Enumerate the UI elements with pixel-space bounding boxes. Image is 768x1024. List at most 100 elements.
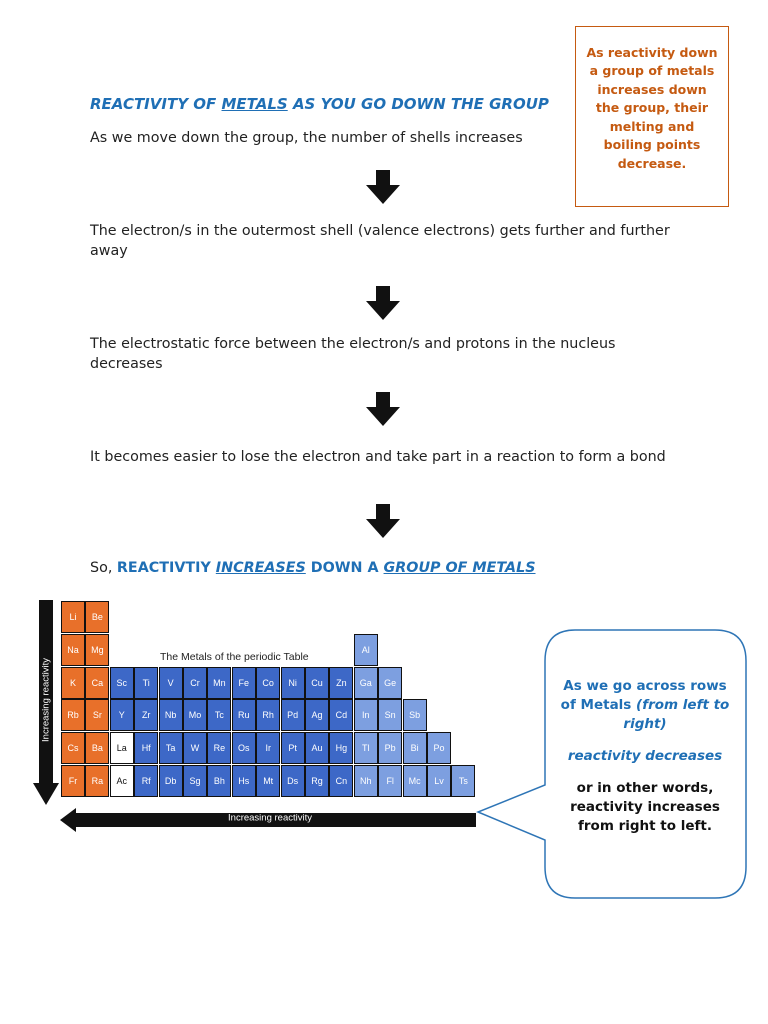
element-cell-na: Na [61,633,85,666]
element-cell-bh: Bh [207,765,232,797]
page-title: REACTIVITY OF METALS AS YOU GO DOWN THE … [90,95,549,113]
element-cell-rg: Rg [305,765,329,797]
element-cell-y: Y [109,699,134,732]
callout-line-3: or in other words, reactivity increases … [570,780,720,834]
callout-bubble [476,629,747,899]
step-1: As we move down the group, the number of… [90,130,523,146]
horizontal-arrow-icon [60,808,476,832]
element-cell-re: Re [207,732,232,765]
element-cell-db: Db [158,765,183,797]
element-cell-ba: Ba [85,732,110,765]
element-cell-sn: Sn [378,699,403,732]
element-cell-w: W [183,732,207,765]
element-cell-tl: Tl [353,732,378,765]
element-cell-ga: Ga [353,666,378,699]
element-cell-ir: Ir [256,732,281,765]
element-cell-hs: Hs [231,765,256,797]
element-cell-mg: Mg [85,633,110,666]
step-4: It becomes easier to lose the electron a… [90,449,666,465]
element-cell-in: In [353,699,378,732]
element-cell-pd: Pd [280,699,305,732]
element-cell-bi: Bi [402,732,427,765]
conclusion-group: GROUP OF METALS [383,560,536,576]
element-cell-fe: Fe [231,666,256,699]
element-cell-ta: Ta [158,732,183,765]
element-cell-rb: Rb [61,699,85,732]
step-3: The electrostatic force between the elec… [90,336,616,372]
callout-line-1-main: As we go across rows of Metals [560,678,727,713]
element-cell-tc: Tc [207,699,232,732]
element-cell-ti: Ti [134,666,159,699]
element-cell-po: Po [427,732,451,765]
down-arrow-icon [366,504,400,538]
element-cell-ds: Ds [280,765,305,797]
element-cell-v: V [158,666,183,699]
element-cell-ni: Ni [280,666,305,699]
element-cell-sc: Sc [109,666,134,699]
title-metals: METALS [221,95,288,113]
conclusion-prefix: So, [90,560,117,576]
element-cell-sb: Sb [402,699,427,732]
element-cell-mo: Mo [183,699,207,732]
element-cell-rh: Rh [256,699,281,732]
element-cell-pb: Pb [378,732,403,765]
element-cell-au: Au [305,732,329,765]
element-cell-ru: Ru [231,699,256,732]
element-cell-nh: Nh [353,765,378,797]
element-cell-hg: Hg [329,732,354,765]
element-cell-mt: Mt [256,765,281,797]
element-cell-la: La [109,732,134,765]
element-cell-mn: Mn [207,666,232,699]
element-cell-be: Be [85,601,110,633]
element-cell-nb: Nb [158,699,183,732]
element-cell-sr: Sr [85,699,110,732]
element-cell-cr: Cr [183,666,207,699]
callout-line-1: As we go across rows of Metals (from lef… [555,677,735,734]
down-arrow-icon [366,170,400,204]
element-cell-mc: Mc [402,765,427,797]
element-cell-ge: Ge [378,666,403,699]
element-cell-ac: Ac [109,765,134,797]
vertical-arrow-label: Increasing reactivity [40,658,52,742]
callout-content: As we go across rows of Metals (from lef… [555,640,735,836]
element-cell-lv: Lv [427,765,451,797]
element-cell-fl: Fl [378,765,403,797]
horizontal-arrow-label: Increasing reactivity [228,812,312,824]
note-box: As reactivity down a group of metals inc… [575,26,729,207]
element-cell-os: Os [231,732,256,765]
title-part: AS YOU GO DOWN THE GROUP [287,95,549,113]
vertical-arrow-icon [33,600,59,805]
step-2: The electron/s in the outermost shell (v… [90,223,670,259]
down-arrow-icon [366,392,400,426]
element-cell-fr: Fr [61,765,85,797]
conclusion-increases: INCREASES [215,560,306,576]
element-cell-co: Co [256,666,281,699]
element-cell-li: Li [61,601,85,633]
element-cell-ra: Ra [85,765,110,797]
element-cell-zr: Zr [134,699,159,732]
conclusion: So, REACTIVTIY INCREASES DOWN A GROUP OF… [90,560,536,576]
element-cell-al: Al [353,633,378,666]
element-cell-cs: Cs [61,732,85,765]
element-cell-zn: Zn [329,666,354,699]
element-cell-hf: Hf [134,732,159,765]
element-cell-sg: Sg [183,765,207,797]
element-cell-ts: Ts [451,765,476,797]
title-part: REACTIVITY OF [90,95,222,113]
callout-line-2: reactivity decreases [567,748,723,764]
conclusion-part: REACTIVTIY [116,560,216,576]
element-cell-k: K [61,666,85,699]
element-cell-cu: Cu [305,666,329,699]
element-cell-cn: Cn [329,765,354,797]
conclusion-part: DOWN A [305,560,384,576]
element-cell-cd: Cd [329,699,354,732]
element-cell-pt: Pt [280,732,305,765]
element-cell-ag: Ag [305,699,329,732]
callout-line-1-italic: (from left to right) [623,697,730,732]
down-arrow-icon [366,286,400,320]
element-cell-ca: Ca [85,666,110,699]
table-caption: The Metals of the periodic Table [160,651,309,663]
element-cell-rf: Rf [134,765,159,797]
note-text: As reactivity down a group of metals inc… [586,44,718,171]
